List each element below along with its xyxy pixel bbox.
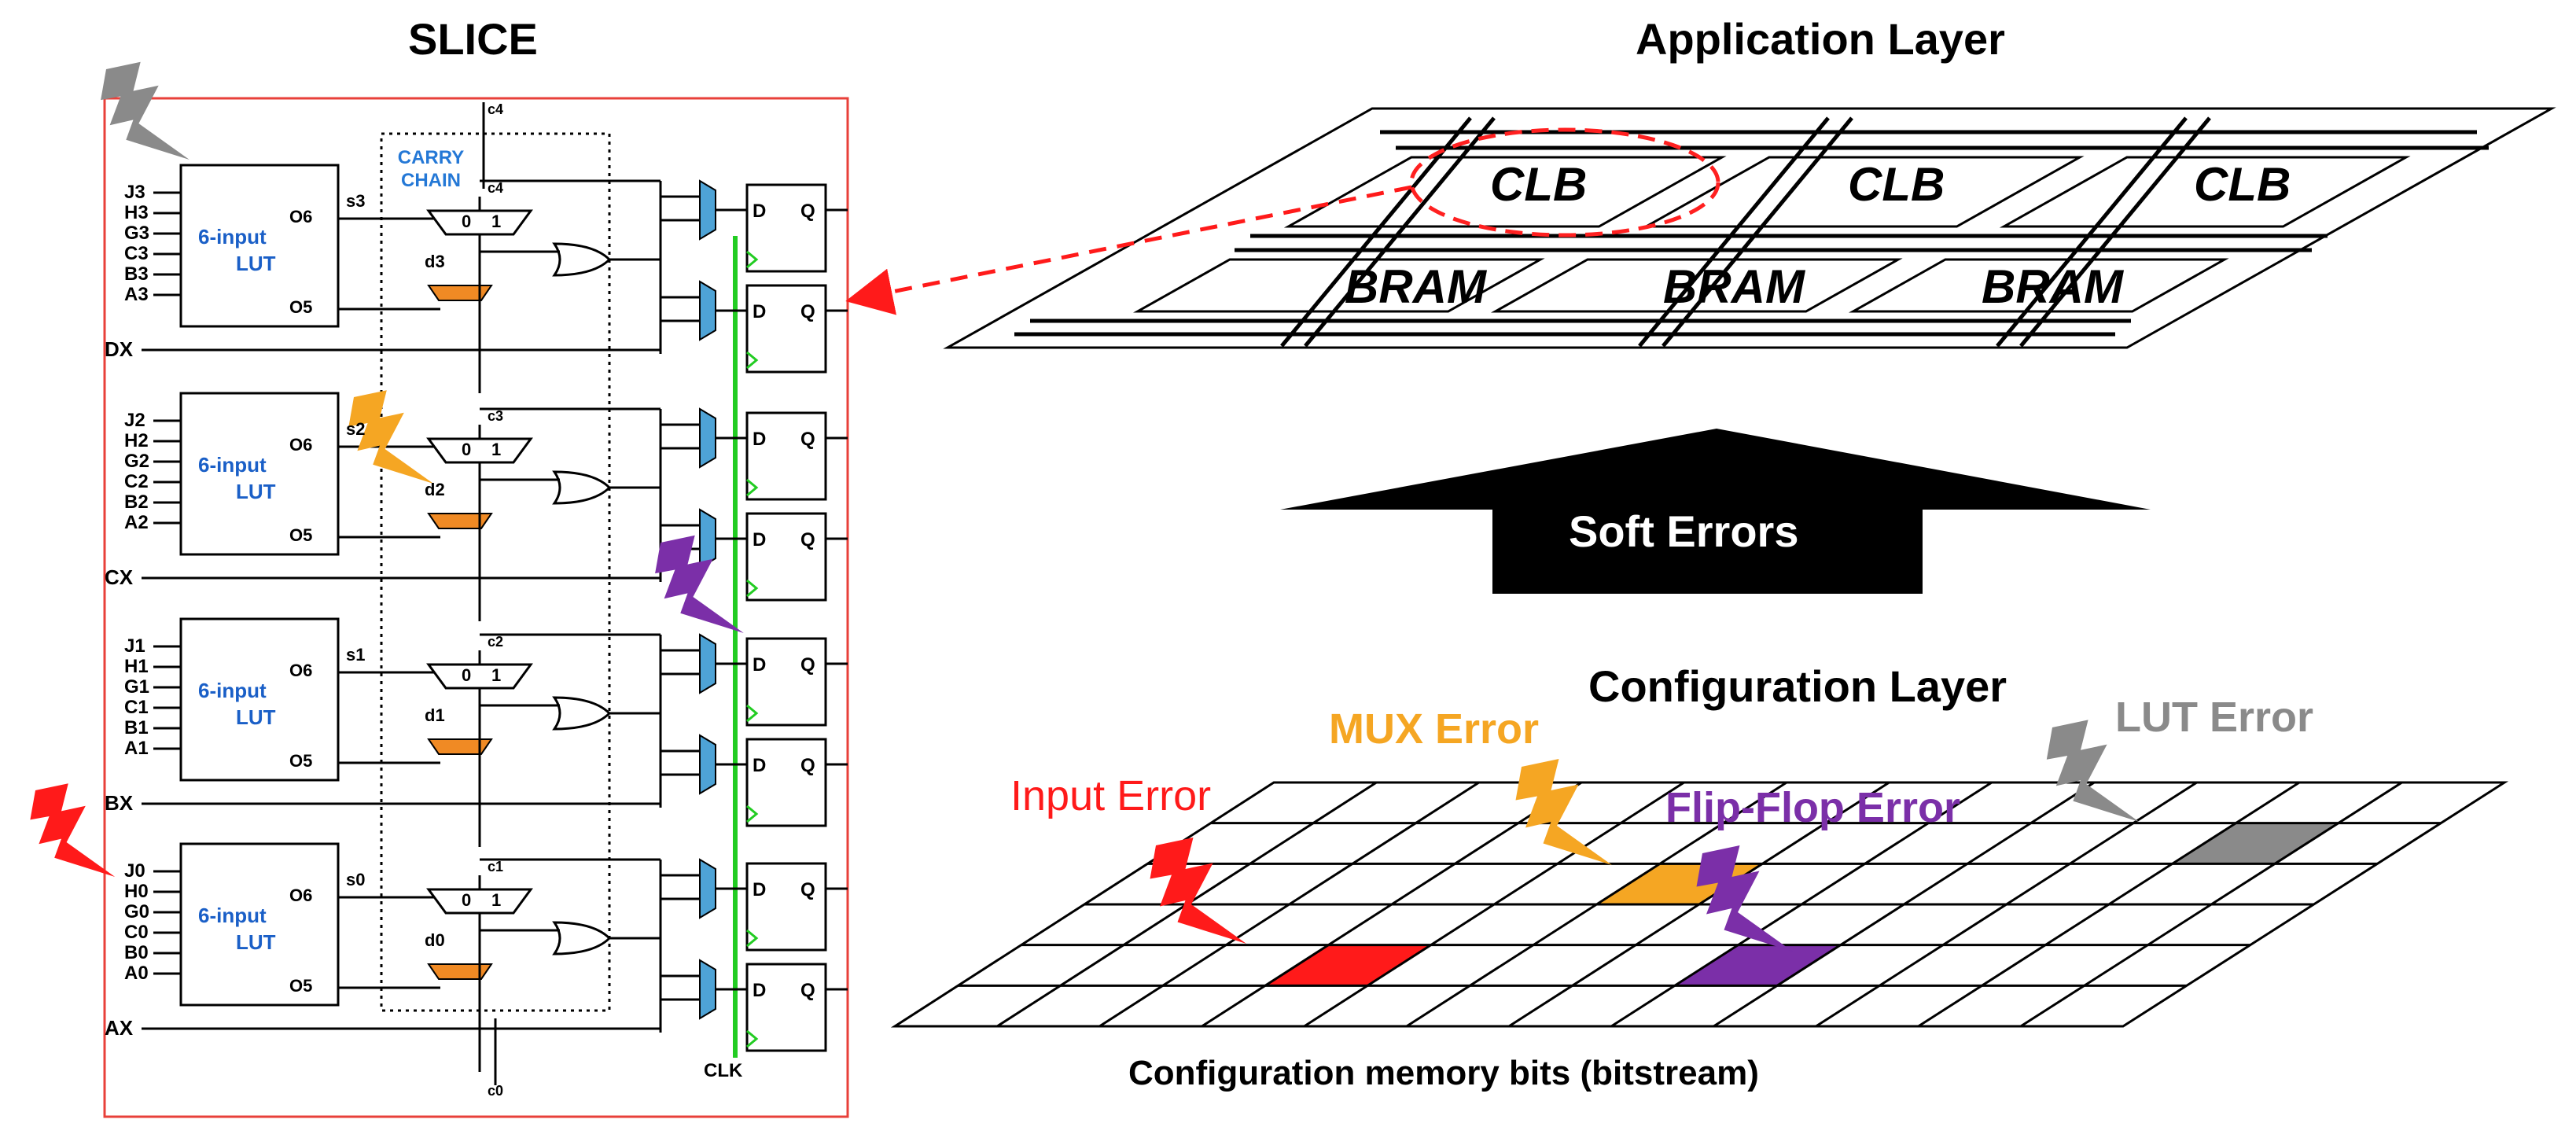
flip-flop — [745, 862, 827, 952]
lut-error-bit — [2172, 823, 2339, 864]
ff-clock-input — [746, 929, 759, 948]
grid-col-line — [1610, 781, 1993, 1028]
carry-chain-box — [380, 132, 611, 1012]
xor-gate — [552, 696, 612, 731]
grid-col-line — [2020, 781, 2403, 1028]
ff-clock-input — [746, 351, 759, 370]
slice-row-2 — [142, 617, 848, 847]
xor-gate — [552, 921, 612, 955]
clb-highlight-ring — [1409, 127, 1720, 237]
grid-col-line — [1713, 781, 2096, 1028]
app-cell-outline — [1999, 156, 2411, 228]
ff-clock-input — [746, 250, 759, 269]
lut-error-bolt-slice — [101, 61, 190, 160]
output-mux — [699, 633, 716, 694]
carry-mux — [426, 209, 533, 236]
carry-mux — [426, 437, 533, 464]
input-error-bolt-config — [1150, 838, 1246, 944]
flip-flop — [745, 284, 827, 374]
soft-errors-arrow — [1280, 429, 2151, 594]
carry-mux — [426, 888, 533, 915]
ff-clock-input — [746, 478, 759, 497]
flip-flop — [745, 738, 827, 827]
app-cell-outline — [1490, 258, 1903, 313]
grid-col-line — [1303, 781, 1685, 1028]
slice-frame — [103, 97, 849, 1118]
flipflop-error-bolt-config — [1696, 845, 1793, 952]
flip-flop — [745, 963, 827, 1052]
grid-col-line — [1201, 781, 1583, 1028]
grid-col-line — [1917, 781, 2300, 1028]
ff-clock-input — [746, 1029, 759, 1048]
output-mux — [699, 734, 716, 795]
output-mux — [699, 280, 716, 341]
lut-box — [179, 617, 340, 782]
flipflop-error-bolt-slice — [655, 535, 744, 633]
grid-col-line — [1098, 781, 1480, 1028]
app-cell-outline — [1848, 258, 2229, 313]
xor-gate — [552, 242, 612, 277]
carry-and-gate — [427, 285, 493, 301]
carry-mux — [426, 663, 533, 690]
lut-box — [179, 164, 340, 328]
lut-error-bolt-config — [2046, 720, 2140, 822]
grid-col-line — [1406, 781, 1787, 1028]
app-cell-outline — [1132, 258, 1545, 313]
flipflop-error-bit — [1674, 944, 1841, 986]
xor-gate — [552, 470, 612, 505]
flip-flop — [745, 637, 827, 727]
ff-clock-input — [746, 704, 759, 723]
routing-lines — [1014, 116, 2489, 348]
ff-clock-input — [746, 579, 759, 598]
grid-col-line — [1508, 781, 1890, 1028]
lut-box — [179, 392, 340, 556]
carry-and-gate — [427, 963, 493, 980]
configuration-memory-grid — [890, 781, 2509, 1028]
ff-clock-input — [746, 805, 759, 823]
lut-box — [179, 842, 340, 1007]
output-mux — [699, 959, 716, 1020]
clb-to-slice-arrow — [845, 185, 1412, 315]
input-error-bit — [1264, 944, 1431, 986]
grid-col-line — [1815, 781, 2198, 1028]
output-mux — [699, 407, 716, 469]
slice-row-0 — [142, 164, 848, 393]
flip-flop — [745, 411, 827, 501]
flip-flop — [745, 512, 827, 602]
output-mux — [699, 858, 716, 919]
carry-and-gate — [427, 738, 493, 755]
input-error-bolt-slice — [30, 783, 116, 877]
output-mux — [699, 179, 716, 241]
mux-error-bolt-slice — [348, 390, 434, 484]
carry-and-gate — [427, 513, 493, 529]
flip-flop — [745, 183, 827, 273]
mux-error-bolt-config — [1515, 759, 1612, 865]
slice-row-1 — [142, 392, 848, 621]
slice-row-3 — [142, 842, 848, 1072]
output-mux — [699, 508, 716, 569]
